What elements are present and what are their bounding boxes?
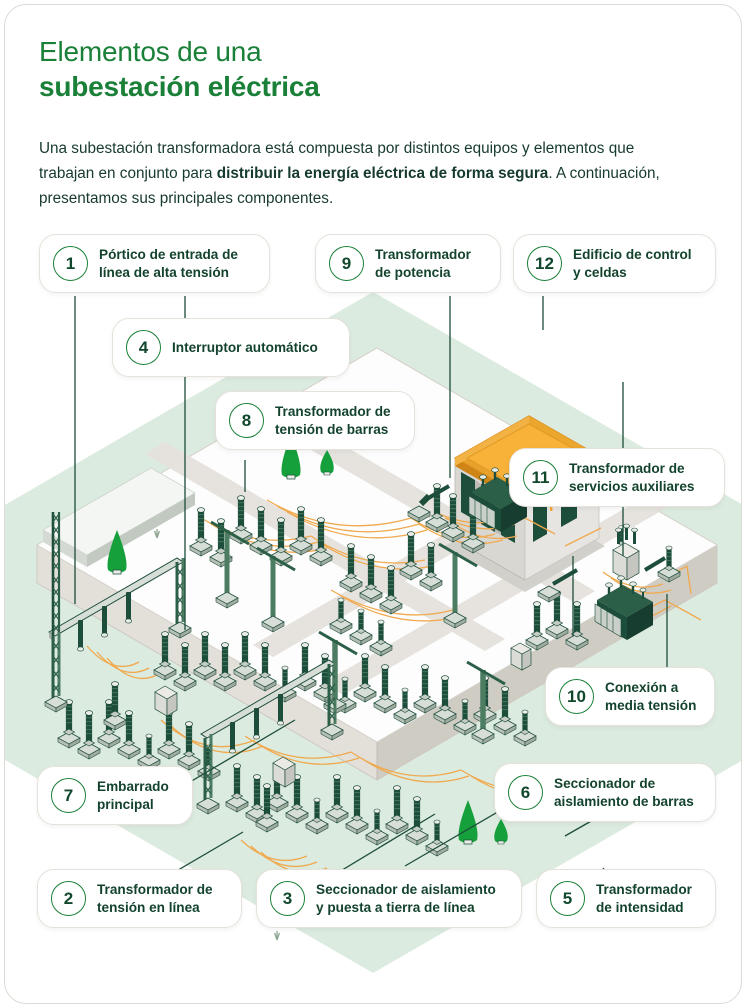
callout-4[interactable]: 4 Interruptor automático	[112, 318, 350, 377]
callout-number: 5	[550, 881, 585, 916]
callout-10[interactable]: 10 Conexión a media tensión	[545, 667, 715, 726]
callout-label: Embarrado principal	[97, 779, 169, 812]
intro-part-2: . A continuación, presentamos sus princi…	[39, 165, 660, 207]
callout-number: 2	[51, 881, 86, 916]
callout-number: 9	[329, 246, 364, 281]
callout-number: 6	[508, 775, 543, 810]
callout-label: Conexión a media tensión	[605, 680, 697, 713]
callout-label: Seccionador de aislamiento y puesta a ti…	[316, 882, 496, 915]
callout-label: Transformador de intensidad	[596, 882, 692, 915]
callout-8[interactable]: 8 Transformador de tensión de barras	[215, 391, 415, 450]
equipment-cabinets	[154, 642, 532, 788]
callout-7[interactable]: 7 Embarrado principal	[37, 766, 193, 825]
callout-6[interactable]: 6 Seccionador de aislamiento de barras	[494, 763, 716, 822]
callout-label: Pórtico de entrada de línea de alta tens…	[99, 247, 238, 280]
callout-label: Edificio de control y celdas	[573, 247, 692, 280]
equipment-field	[57, 466, 681, 857]
callout-number: 12	[527, 246, 562, 281]
callout-label: Interruptor automático	[172, 339, 318, 355]
title-line-1: Elementos de una	[39, 36, 262, 67]
substation-illustration	[5, 200, 741, 1003]
callout-5[interactable]: 5 Transformador de intensidad	[536, 869, 716, 928]
callout-2[interactable]: 2 Transformador de tensión en línea	[37, 869, 242, 928]
page-title: Elementos de una subestación eléctrica	[39, 35, 699, 105]
callout-number: 4	[126, 330, 161, 365]
callout-number: 3	[270, 881, 305, 916]
aux-cabinet	[612, 523, 640, 581]
callout-3[interactable]: 3 Seccionador de aislamiento y puesta a …	[256, 869, 522, 928]
callout-number: 10	[559, 679, 594, 714]
bay-mid	[329, 531, 478, 657]
callout-11[interactable]: 11 Transformador de servicios auxiliares	[509, 448, 725, 507]
bay-upper-left	[189, 495, 333, 633]
callout-1[interactable]: 1 Pórtico de entrada de línea de alta te…	[39, 234, 270, 293]
callout-label: Seccionador de aislamiento de barras	[554, 776, 694, 809]
callout-label: Transformador de tensión de barras	[275, 404, 391, 437]
callout-label: Transformador de tensión en línea	[97, 882, 213, 915]
callout-number: 7	[51, 778, 86, 813]
callout-number: 8	[229, 403, 264, 438]
intro-part-1: Una subestación transformadora está comp…	[39, 140, 635, 182]
bay-right-upper	[407, 466, 529, 554]
gantry-portal-lower	[196, 659, 344, 833]
gantry-portal-upper	[44, 510, 192, 731]
intro-bold: distribuir la energía eléctrica de forma…	[216, 165, 549, 182]
title-line-2: subestación eléctrica	[39, 71, 320, 102]
callout-number: 1	[53, 246, 88, 281]
infographic-card: Elementos de una subestación eléctrica U…	[4, 4, 742, 1004]
callout-9[interactable]: 9 Transformador de potencia	[315, 234, 501, 293]
callout-label: Transformador de potencia	[375, 247, 471, 280]
intro-paragraph: Una subestación transformadora está comp…	[39, 136, 679, 211]
callout-12[interactable]: 12 Edificio de control y celdas	[513, 234, 716, 293]
callout-label: Transformador de servicios auxiliares	[569, 461, 695, 494]
callout-number: 11	[523, 460, 558, 495]
